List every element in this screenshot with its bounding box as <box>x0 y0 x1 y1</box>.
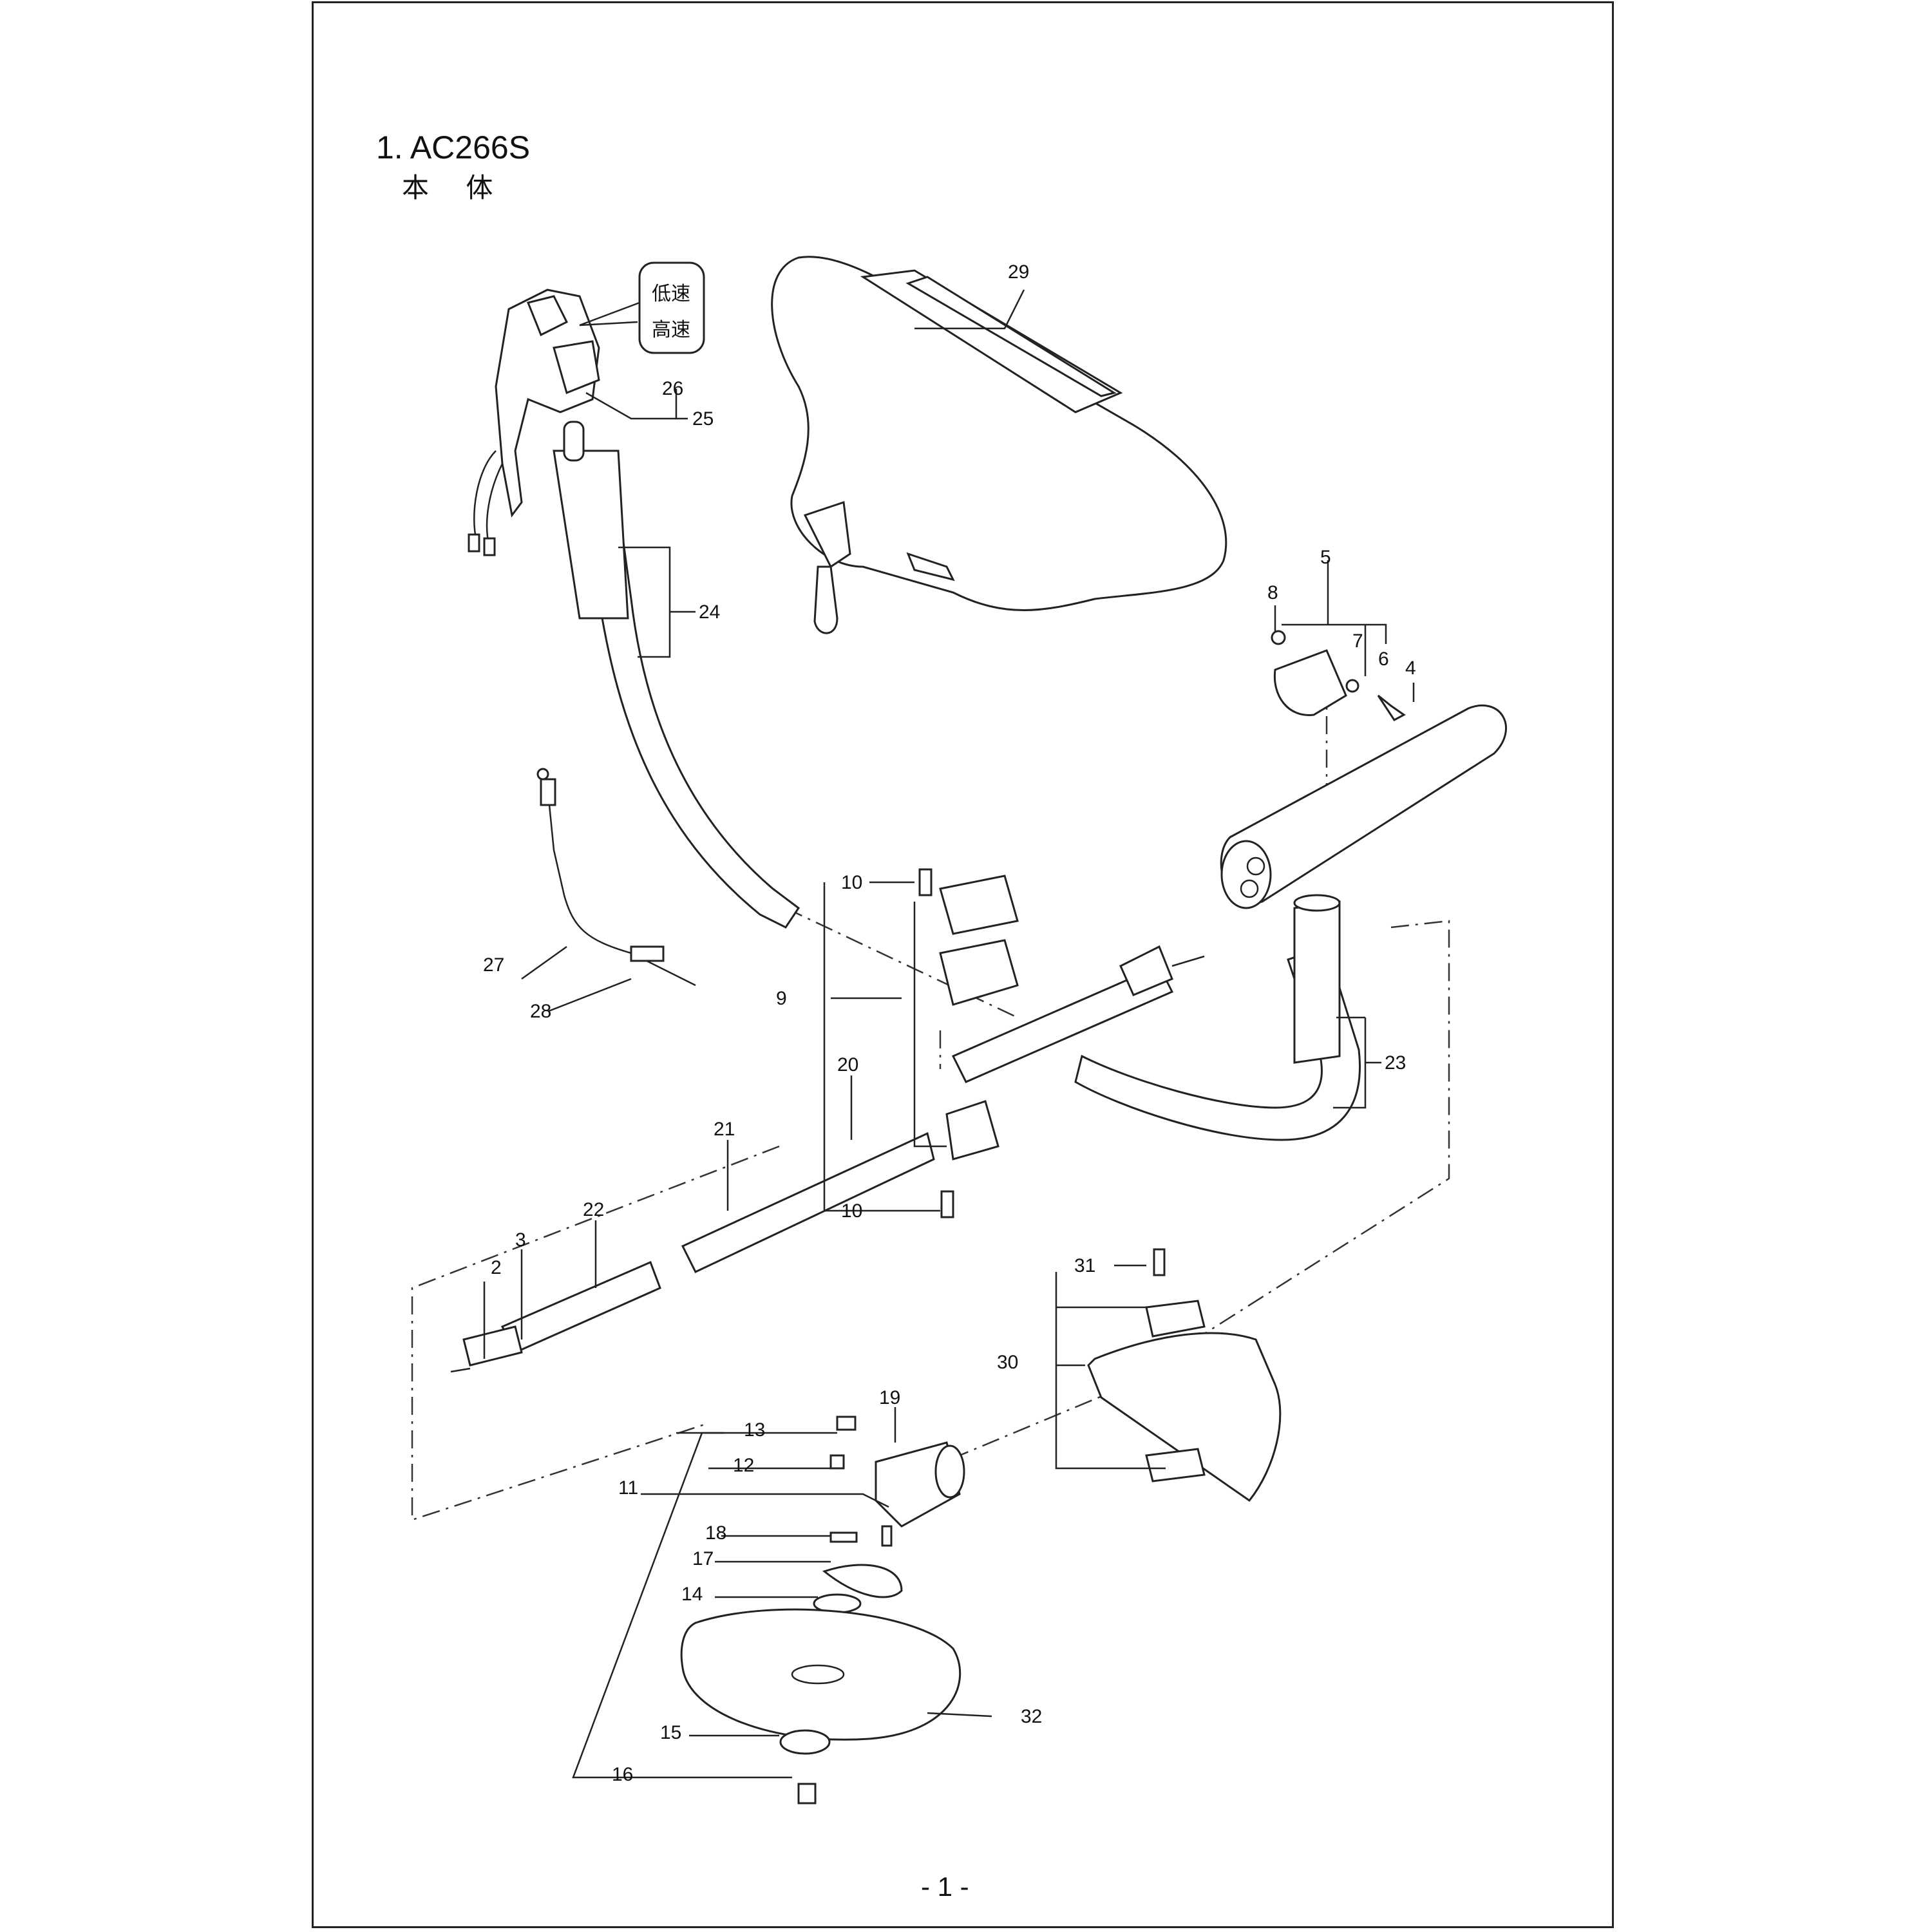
handle-clamp <box>918 868 1019 1218</box>
callout-24: 24 <box>699 601 720 623</box>
decal-high-speed: 高速 <box>652 319 690 341</box>
callout-27: 27 <box>483 954 504 976</box>
callout-18: 18 <box>705 1522 726 1544</box>
callout-11: 11 <box>618 1477 638 1499</box>
callout-32: 32 <box>1021 1706 1042 1727</box>
page-title: 1. AC266S <box>376 129 531 166</box>
callout-15: 15 <box>660 1722 681 1743</box>
page-subtitle: 本 体 <box>402 172 507 204</box>
callout-20: 20 <box>837 1054 858 1075</box>
drive-shaft <box>450 945 1205 1373</box>
callout-7: 7 <box>1352 630 1363 652</box>
loop-grip <box>1220 630 1507 909</box>
main-handle-pipe <box>553 421 800 929</box>
saw-blade <box>680 1608 961 1741</box>
shoulder-harness <box>771 256 1227 634</box>
callout-31: 31 <box>1074 1255 1095 1276</box>
callout-29: 29 <box>1008 261 1029 283</box>
decal-low-speed: 低速 <box>652 283 690 305</box>
callout-10-top: 10 <box>841 872 862 893</box>
callout-21: 21 <box>714 1119 735 1140</box>
callout-28: 28 <box>530 1001 551 1022</box>
callout-9: 9 <box>776 988 787 1009</box>
callout-10-bottom: 10 <box>841 1200 862 1222</box>
gear-head <box>813 1416 965 1614</box>
throttle-lever <box>468 289 600 556</box>
callout-30: 30 <box>997 1352 1018 1373</box>
callout-4: 4 <box>1405 658 1416 679</box>
page-number: - 1 - <box>921 1871 969 1902</box>
blade-fasteners <box>779 1729 831 1804</box>
callout-23: 23 <box>1385 1052 1406 1074</box>
callout-numbers: 2 3 4 5 6 7 8 9 10 10 11 12 13 14 15 16 … <box>483 261 1416 1785</box>
callout-13: 13 <box>744 1419 765 1441</box>
callout-12: 12 <box>733 1455 754 1476</box>
callout-17: 17 <box>692 1548 714 1569</box>
front-handle <box>1074 894 1361 1141</box>
callout-14: 14 <box>681 1584 703 1605</box>
callout-3: 3 <box>515 1229 526 1251</box>
speed-decal: 低速 高速 <box>579 261 705 354</box>
blade-guard <box>1087 1248 1282 1502</box>
throttle-cable <box>536 768 696 987</box>
callout-16: 16 <box>612 1764 633 1785</box>
callout-2: 2 <box>491 1257 502 1278</box>
callout-leaders <box>483 289 1415 1779</box>
callout-6: 6 <box>1378 649 1389 670</box>
callout-5: 5 <box>1320 547 1331 568</box>
callout-8: 8 <box>1267 582 1278 603</box>
callout-26: 26 <box>662 378 683 399</box>
callout-19: 19 <box>879 1387 900 1408</box>
callout-25: 25 <box>692 408 714 430</box>
callout-22: 22 <box>583 1199 604 1220</box>
